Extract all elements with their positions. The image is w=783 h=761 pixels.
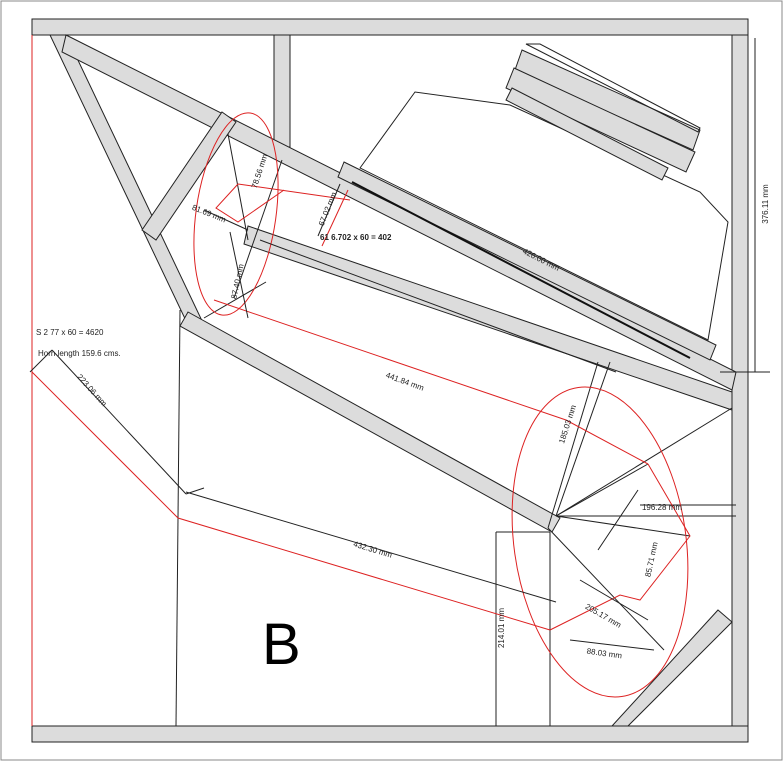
bottom-panel <box>31 725 749 743</box>
top-panel <box>31 18 749 36</box>
throat-line-2 <box>233 159 283 299</box>
mid-slant-panel <box>243 225 733 411</box>
dim-81-line <box>203 209 249 231</box>
small-brace-panel <box>141 111 237 241</box>
driver-plate <box>337 161 717 361</box>
path-lower <box>31 371 551 631</box>
lower-slant-panel <box>179 311 561 533</box>
label-b: B <box>262 612 301 677</box>
dim-196: 196.28 mm <box>642 503 682 512</box>
mouth-ray-6 <box>547 361 599 529</box>
dim-214: 214.01 mm <box>497 608 506 648</box>
path-throat-box <box>215 183 285 223</box>
note-throat-area: 61 6.702 x 60 = 402 <box>320 233 392 242</box>
dim-205: 205.17 mm <box>584 602 623 630</box>
dim-432: 432.30 mm <box>352 539 393 559</box>
note-horn-length: Horn length 159.6 cms. <box>38 349 121 358</box>
dim-441: 441.84 mm <box>385 371 426 393</box>
magnet-cap <box>525 43 701 133</box>
dim-88: 88.03 mm <box>586 647 623 661</box>
mouth-ray-5 <box>555 361 611 517</box>
horn-path <box>31 112 691 698</box>
mouth-ray-3 <box>555 515 691 537</box>
dimension-guides <box>29 183 655 651</box>
driver-unit <box>337 43 729 361</box>
dim-441-line <box>259 239 617 373</box>
dim-85-line <box>597 489 639 551</box>
mouth-ray-2 <box>555 463 649 517</box>
magnet-ring-2 <box>505 67 696 173</box>
path-mid <box>213 299 649 465</box>
magnet-ring-3 <box>505 87 669 181</box>
path-throat <box>237 183 351 201</box>
driver-axis <box>351 181 691 359</box>
dim-223: 223.06 mm <box>75 372 109 408</box>
path-mouth <box>549 463 691 631</box>
dim-67-line <box>317 183 341 237</box>
driver-body <box>359 91 729 341</box>
dim-81: 81.69 mm <box>191 203 228 225</box>
top-divider-panel <box>273 34 291 148</box>
dim-205-line <box>579 579 649 621</box>
mouth-ray-4 <box>547 527 665 651</box>
dim-223-line <box>51 349 187 495</box>
dim-85: 85.71 mm <box>643 541 659 578</box>
dim-88-line <box>569 639 655 651</box>
dim-223-end-a <box>29 349 53 373</box>
note-section: S 2 77 x 60 = 4620 <box>36 328 104 337</box>
mouth-ellipse <box>511 386 689 698</box>
throat-line-1 <box>227 133 249 241</box>
bottom-right-brace-panel <box>610 609 733 727</box>
path-tick <box>321 189 349 247</box>
horn-panels <box>49 34 737 727</box>
throat-ellipse <box>193 112 279 316</box>
dim-376: 376.11 mm <box>761 184 770 224</box>
dim-78: 78.56 mm <box>250 153 270 190</box>
dim-432-line <box>185 491 557 603</box>
cabinet-frame <box>31 18 749 743</box>
magnet-ring-1 <box>514 49 701 151</box>
dim-87-line <box>229 231 249 319</box>
